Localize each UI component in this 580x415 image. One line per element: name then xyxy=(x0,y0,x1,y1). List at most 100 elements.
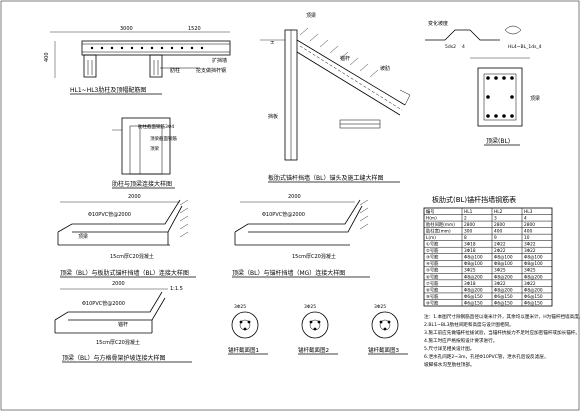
note-concrete-a: 15cm厚C20混凝土 xyxy=(110,253,154,260)
table-cell: H(m) xyxy=(426,215,437,221)
note-line: 5.尺寸详见相关设计图。 xyxy=(424,345,474,352)
table-header-cell: HL1 xyxy=(464,209,473,215)
label-beam: 顶梁 xyxy=(530,95,540,102)
section-2-label: 3Φ25 xyxy=(304,304,316,310)
note-line: 3.施工前应先做锚杆拉拔试验，当锚杆抗拔力不足时应加密锚杆或加长锚杆。 xyxy=(424,329,580,336)
note-concrete-c: 15cm厚C20混凝土 xyxy=(96,339,140,346)
table-cell: 3Φ22 xyxy=(524,242,536,248)
table-cell: ⑥号筋 xyxy=(426,273,439,280)
table-cell: 2Φ22 xyxy=(494,242,506,248)
table-cell: ④号筋 xyxy=(426,260,439,267)
dim-2000-a: 2000 xyxy=(128,194,141,200)
table-cell: 3Φ18 xyxy=(464,281,476,287)
detail-mid-center: 2000 Φ10PVC管@2000 15cm厚C20混凝土 顶梁（BL）与锚杆挡… xyxy=(232,194,370,278)
table-cell: Φ8@200 xyxy=(494,274,513,280)
title-anchor-head: 板肋式锚杆挡墙（BL）锚头及施工缝大样图 xyxy=(268,174,383,182)
table-cell: 2 xyxy=(464,215,467,221)
note-line: 4.施工时应严格按照设计要求进行。 xyxy=(424,337,497,344)
table-cell: 3Φ22 xyxy=(524,248,536,254)
title-top-left: HL1~HL3肋柱及顶帽配筋图 xyxy=(70,86,146,94)
anchor-section-2: 3Φ25 锚杆截面图2 xyxy=(298,304,338,355)
note-line: 坡脚排水沟至肋柱顶部。 xyxy=(424,361,475,368)
note-pvc-c: Φ10PVC管@2000 xyxy=(82,300,125,307)
note-beam-rebar: 顶梁截面钢筋 xyxy=(150,135,177,142)
table-cell: 2800 xyxy=(494,222,505,228)
table-cell: 3Φ18 xyxy=(464,242,476,248)
table-cell: Φ8@100 xyxy=(524,261,543,267)
table-cell: 3Φ25 xyxy=(524,268,536,274)
dim-400: 400 xyxy=(44,52,50,62)
table-cell: Φ8@100 xyxy=(494,261,513,267)
table-cell: Φ8@200 xyxy=(464,274,483,280)
note-pvc-b: Φ10PVC管@2000 xyxy=(262,211,305,218)
table-cell: ②号筋 xyxy=(426,247,439,254)
title-mid-center: 顶梁（BL）与锚杆挡墙（MG）连接大样图 xyxy=(232,269,345,277)
table-cell: 8 xyxy=(464,235,467,241)
table-cell: 3Φ25 xyxy=(494,268,506,274)
dim-1520: 1520 xyxy=(188,26,201,32)
detail-top-left: 3000 1520 400 肋柱 扩挡墙 挖支做挡杆钢 HL1~HL3肋柱及顶帽… xyxy=(44,26,231,95)
dim-2000-b: 2000 xyxy=(288,194,301,200)
table-cell: 3Φ18 xyxy=(464,248,476,254)
table-cell: 3Φ25 xyxy=(464,268,476,274)
table-grid xyxy=(424,208,552,306)
label-5ds2: 5ds2 xyxy=(445,44,456,50)
note-board: 挡板 xyxy=(268,113,278,120)
note-pvc-a: Φ10PVC管@2000 xyxy=(88,211,131,218)
table-cell: 300 xyxy=(464,229,472,235)
section-3-label: 3Φ25 xyxy=(374,304,386,310)
table-cell: Φ6@150 xyxy=(494,300,513,306)
table-cell: Φ6@150 xyxy=(524,294,543,300)
detail-anchor-head: H 挡板 顶梁 锚杆 坡肋 板肋式锚杆挡墙（BL）锚头及施工缝大样图 xyxy=(260,12,411,183)
note-anchor-rod: 锚杆 xyxy=(340,55,350,62)
section-3-title: 锚杆截面图3 xyxy=(368,346,400,354)
title-mid-left: 顶梁（BL）与板肋式锚杆挡墙（BL）连接大样图 xyxy=(60,269,189,277)
table-cell: L(m) xyxy=(426,235,436,241)
note-wall: 扩挡墙 xyxy=(212,57,227,64)
section-1-label: 3Φ25 xyxy=(234,304,246,310)
table-header-cell: 编号 xyxy=(426,208,435,215)
title-rib-joint: 肋柱与顶梁连接大样图 xyxy=(112,180,172,188)
table-cell: Φ8@200 xyxy=(524,287,543,293)
detail-bottom-left: 2000 1:1.5 Φ10PVC管@2000 锚杆 15cm厚C20混凝土 顶… xyxy=(54,281,192,363)
table-cell: 2Φ22 xyxy=(494,248,506,254)
anchor-section-3: 3Φ25 锚杆截面图3 xyxy=(368,304,408,355)
note-concrete-b: 15cm厚C20混凝土 xyxy=(292,253,336,260)
section-2-title: 锚杆截面图2 xyxy=(298,346,329,354)
table-header-cell: HL2 xyxy=(494,209,503,215)
anchor-section-1: 3Φ25 锚杆截面图1 xyxy=(228,304,268,355)
table-cell: 400 xyxy=(524,229,532,235)
dim-slope: 1:1.5 xyxy=(170,286,183,292)
table-cell: 9 xyxy=(494,235,497,241)
note-beam: 顶梁 xyxy=(150,145,159,152)
note-slope: 坡肋 xyxy=(380,65,390,72)
table-cell: 4 xyxy=(524,215,527,221)
table-cell: Φ6@150 xyxy=(494,294,513,300)
table-cell: 3Φ22 xyxy=(524,281,536,287)
table-cell: 400 xyxy=(494,229,502,235)
note-rib: 肋柱 xyxy=(170,67,180,74)
table-cell: Φ8@100 xyxy=(464,261,483,267)
table-cell: 肋柱宽(mm) xyxy=(426,228,451,235)
note-line: 2.BL1~BL3肋柱间距和高度与设计图相同。 xyxy=(424,321,514,328)
table-cell: 肋柱间距(mm) xyxy=(426,221,455,228)
note-anchor-c: 锚杆 xyxy=(118,321,128,328)
table-cell: Φ8@100 xyxy=(524,255,543,261)
table-cell: Φ6@150 xyxy=(464,294,483,300)
table-cell: ⑤号筋 xyxy=(426,267,439,274)
table-cell: ⑩号筋 xyxy=(426,299,439,306)
table-cell: ⑦号筋 xyxy=(426,280,439,287)
table-cell: 2800 xyxy=(524,222,535,228)
note-rib-rebar: 肋柱截面钢筋3Φ4 xyxy=(138,123,174,130)
note-top-beam: 顶梁 xyxy=(306,12,316,19)
notes-block: 注：1.本图尺寸除钢筋直径以毫米计外，其余均以厘米计，H为锚杆挡墙高度，2.BL… xyxy=(424,313,580,368)
table-cell: Φ8@200 xyxy=(524,274,543,280)
table-cell: ①号筋 xyxy=(426,241,439,248)
note-line: 注：1.本图尺寸除钢筋直径以毫米计外，其余均以厘米计，H为锚杆挡墙高度， xyxy=(424,313,580,320)
table-cell: 3Φ22 xyxy=(494,281,506,287)
table-header-cell: HL3 xyxy=(524,209,533,215)
